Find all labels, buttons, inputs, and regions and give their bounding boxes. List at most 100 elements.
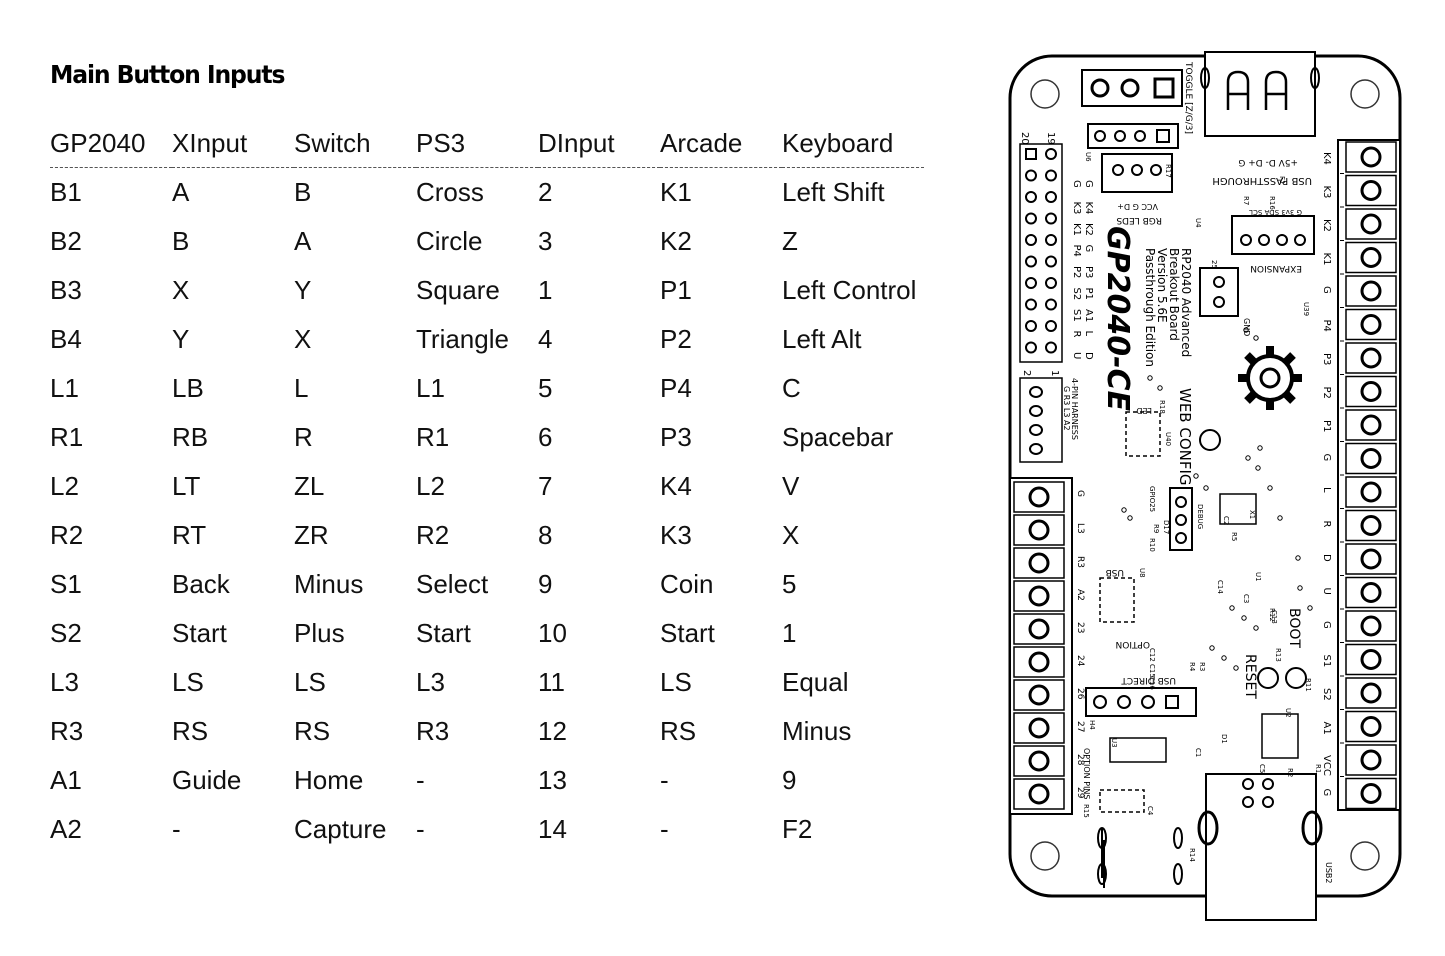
header-pin xyxy=(1045,341,1057,354)
component-ref-label: R13 xyxy=(1274,648,1282,662)
header-pin xyxy=(1025,169,1037,182)
column-header-gp2040: GP2040 xyxy=(50,128,146,158)
terminal-screw xyxy=(1028,651,1050,673)
right-terminal-block xyxy=(1337,139,1401,811)
table-cell: 13 xyxy=(538,765,567,795)
table-cell: Guide xyxy=(172,765,242,795)
table-cell: LS xyxy=(660,667,692,697)
right-terminal-label: R xyxy=(1321,521,1332,528)
terminal-screw xyxy=(1360,146,1382,168)
left-terminal-label: 28 xyxy=(1075,754,1085,766)
component-ref-label: R11 xyxy=(1304,678,1312,692)
terminal-screw xyxy=(1028,618,1050,640)
reset-button xyxy=(1257,667,1279,689)
usb-direct-label: USB DIRECT xyxy=(1121,675,1176,685)
component-ref-label: R7 xyxy=(1242,196,1250,205)
harness-pin xyxy=(1029,386,1043,398)
header-pin xyxy=(1025,320,1037,332)
via xyxy=(1127,515,1133,521)
chip-u40 xyxy=(1125,411,1161,457)
terminal-slot xyxy=(1345,643,1397,676)
column-header-switch: Switch xyxy=(294,128,371,158)
right-terminal-label: P4 xyxy=(1321,320,1332,332)
left-terminal-label: L3 xyxy=(1075,523,1085,534)
component-ref-label: C4 xyxy=(1146,806,1154,816)
terminal-slot xyxy=(1013,613,1065,645)
via xyxy=(1307,605,1313,611)
table-cell: Square xyxy=(416,275,500,305)
table-cell: K3 xyxy=(660,520,692,550)
component-ref-label: U2 xyxy=(1284,708,1292,718)
switch-header xyxy=(1087,123,1179,149)
component-ref-label: X1 xyxy=(1248,510,1256,519)
table-cell: R2 xyxy=(416,520,450,550)
terminal-screw xyxy=(1360,582,1382,603)
toggle-switch xyxy=(1081,69,1183,107)
table-cell: K4 xyxy=(660,471,692,501)
table-cell: A xyxy=(172,177,190,207)
table-cell: L xyxy=(294,373,309,403)
via xyxy=(1295,555,1301,561)
terminal-screw xyxy=(1028,585,1050,607)
terminal-slot xyxy=(1345,543,1397,575)
table-cell: P2 xyxy=(660,324,692,354)
table-cell: Spacebar xyxy=(782,422,894,452)
component-ref-label: R18 xyxy=(1158,400,1166,414)
table-cell: B4 xyxy=(50,324,82,354)
via xyxy=(1245,455,1251,461)
component-ref-label: R17 xyxy=(1164,164,1172,178)
right-terminal-label: P3 xyxy=(1321,353,1332,365)
header-pin-label: P3 xyxy=(1083,266,1094,278)
table-cell: L3 xyxy=(50,667,79,697)
table-cell: Equal xyxy=(782,667,849,697)
component-ref-label: R10 xyxy=(1148,538,1156,552)
left-terminal-label: 23 xyxy=(1075,622,1085,633)
chip-u3 xyxy=(1109,737,1167,763)
terminal-screw xyxy=(1028,783,1050,805)
header-pin-label: K2 xyxy=(1083,223,1094,236)
header-pin xyxy=(1025,277,1037,289)
table-cell: 5 xyxy=(538,373,553,403)
left-terminal-label: 26 xyxy=(1075,688,1085,700)
terminal-slot xyxy=(1013,712,1065,744)
right-terminal-label: K2 xyxy=(1321,219,1332,232)
board-name-line-2: Breakout Board xyxy=(1167,248,1181,341)
header-pin-label: P4 xyxy=(1071,245,1082,257)
left-terminal-label: R3 xyxy=(1075,556,1085,568)
via xyxy=(1221,655,1227,661)
led-label: LED xyxy=(1136,406,1152,415)
table-cell: L1 xyxy=(416,373,445,403)
terminal-slot xyxy=(1013,778,1065,810)
table-cell: K2 xyxy=(660,226,692,256)
component-ref-label: C12 xyxy=(1148,648,1156,662)
right-terminal-label: P1 xyxy=(1321,420,1332,432)
table-cell: Capture xyxy=(294,814,387,844)
header-pin-label: G xyxy=(1071,180,1082,188)
terminal-slot xyxy=(1013,679,1065,711)
table-cell: Minus xyxy=(782,716,852,746)
column-header-ps3: PS3 xyxy=(416,128,466,158)
pcb-board-drawing: GP2040-CE RP2040 Advanced Breakout Board… xyxy=(1008,51,1402,921)
terminal-screw xyxy=(1360,280,1382,302)
via xyxy=(1157,385,1163,391)
component-ref-label: R9 xyxy=(1152,524,1160,533)
terminal-slot xyxy=(1345,174,1397,207)
expansion-label: EXPANSION xyxy=(1250,263,1302,273)
crystal-x1 xyxy=(1219,493,1257,525)
terminal-slot xyxy=(1013,580,1065,612)
right-terminal-label: K4 xyxy=(1321,152,1332,165)
table-cell: Home xyxy=(294,765,364,795)
terminal-slot xyxy=(1345,610,1397,642)
header-pin xyxy=(1025,255,1037,268)
table-cell: R xyxy=(294,422,313,452)
terminal-screw xyxy=(1360,649,1382,670)
table-cell: 1 xyxy=(782,618,797,648)
right-terminal-label: S2 xyxy=(1321,688,1332,701)
table-cell: B xyxy=(294,177,312,207)
via xyxy=(1121,507,1127,513)
header-pin-label: P1 xyxy=(1083,288,1094,300)
table-cell: F2 xyxy=(782,814,813,844)
via xyxy=(1253,335,1259,341)
table-cell: Select xyxy=(416,569,489,599)
